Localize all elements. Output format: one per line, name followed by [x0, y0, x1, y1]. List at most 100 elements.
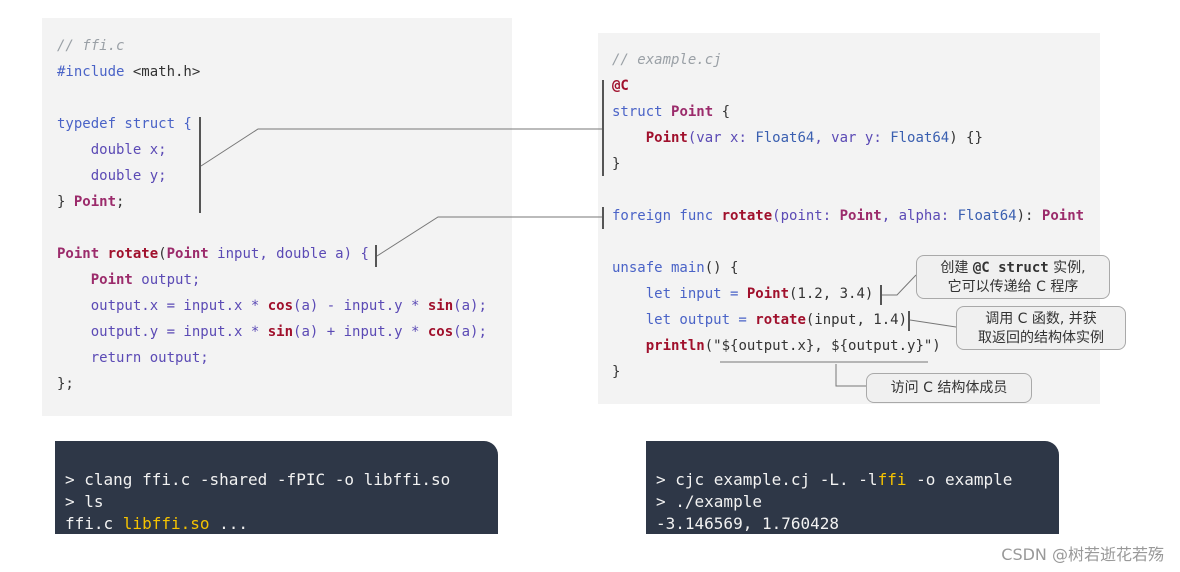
struct-connector: [200, 128, 602, 167]
code-token: sin: [427, 298, 454, 314]
code-token: () {: [704, 260, 739, 276]
code-token: let output =: [612, 312, 756, 328]
code-line: // ffi.c: [57, 33, 487, 59]
code-token: rotate: [107, 246, 159, 262]
code-token: output.y = input.x *: [57, 324, 268, 340]
input-bracket: [880, 285, 882, 305]
code-token: Point: [1041, 208, 1085, 224]
code-token: // ffi.c: [57, 38, 125, 54]
call-function-callout: 调用 C 函数, 并获 取返回的结构体实例: [956, 306, 1126, 350]
code-line: }: [612, 151, 1084, 177]
code-line: typedef struct {: [57, 111, 487, 137]
code-line: return output;: [57, 345, 487, 371]
struct-bracket-left: [199, 117, 201, 213]
code-token: sin: [267, 324, 294, 340]
terminal-line: -3.146569, 1.760428: [656, 514, 840, 533]
code-token: return output;: [57, 350, 209, 366]
struct-bracket-right: [602, 80, 604, 176]
code-token: (a);: [453, 324, 487, 340]
terminal-line: ffi.c libffi.so ...: [65, 514, 249, 533]
left-terminal: > clang ffi.c -shared -fPIC -o libffi.so…: [55, 441, 498, 534]
code-token: (: [158, 246, 167, 262]
code-line: let input = Point(1.2, 3.4): [612, 281, 1084, 307]
code-token: (a) + input.y *: [293, 324, 428, 340]
code-token: (a);: [453, 298, 487, 314]
code-line: output.x = input.x * cos(a) - input.y * …: [57, 293, 487, 319]
code-token: ) {}: [949, 130, 983, 146]
left-code-panel: // ffi.c #include <math.h> typedef struct…: [42, 18, 512, 416]
access-member-callout: 访问 C 结构体成员: [866, 373, 1032, 403]
code-token: Point: [839, 208, 882, 224]
code-token: Point: [57, 246, 108, 262]
code-token: (point:: [772, 208, 840, 224]
rotate-bracket-left: [375, 245, 377, 267]
code-token: <math.h>: [132, 64, 201, 80]
code-line: @C: [612, 73, 1084, 99]
code-token: (a) - input.y *: [293, 298, 428, 314]
code-line: Point(var x: Float64, var y: Float64) {}: [612, 125, 1084, 151]
code-token: output.x = input.x *: [57, 298, 268, 314]
code-line: output.y = input.x * sin(a) + input.y * …: [57, 319, 487, 345]
code-token: Float64: [755, 130, 815, 146]
right-terminal: > cjc example.cj -L. -lffi -o example> .…: [646, 441, 1059, 534]
code-token: }: [57, 194, 74, 210]
code-line: unsafe main() {: [612, 255, 1084, 281]
foreign-bracket-right: [602, 207, 604, 229]
code-token: , alpha:: [881, 208, 958, 224]
access-connector: [835, 364, 866, 387]
call-connector: [909, 319, 957, 328]
code-token: , var y:: [814, 130, 891, 146]
code-token: (input, 1.4): [805, 312, 908, 328]
code-token: Point: [671, 104, 714, 120]
code-token: Float64: [890, 130, 950, 146]
code-token: ;: [116, 194, 125, 210]
code-token: cos: [427, 324, 454, 340]
terminal-line: > ls: [65, 492, 104, 511]
code-token: struct: [612, 104, 672, 120]
terminal-line: > ./example: [656, 492, 762, 511]
code-line: Point rotate(Point input, double a) {: [57, 241, 487, 267]
code-token: unsafe main: [612, 260, 705, 276]
code-line: let output = rotate(input, 1.4): [612, 307, 1084, 333]
code-token: cos: [267, 298, 294, 314]
code-token: (1.2, 3.4): [789, 286, 874, 302]
code-line: // example.cj: [612, 47, 1084, 73]
code-token: Point: [645, 130, 688, 146]
code-token: (var x:: [687, 130, 756, 146]
c-source-code: // ffi.c #include <math.h> typedef struct…: [57, 33, 487, 397]
rotate-connector: [376, 216, 602, 257]
code-token: double x;: [57, 142, 167, 158]
code-line: println("${output.x}, ${output.y}"): [612, 333, 1084, 359]
code-line: };: [57, 371, 487, 397]
code-token: Point: [746, 286, 790, 302]
code-line: Point output;: [57, 267, 487, 293]
code-token: let input =: [612, 286, 747, 302]
code-token: {: [713, 104, 731, 120]
terminal-line: > clang ffi.c -shared -fPIC -o libffi.so: [65, 470, 451, 489]
code-line: } Point;: [57, 189, 487, 215]
code-token: #include: [57, 64, 133, 80]
code-token: };: [57, 376, 74, 392]
code-token: Point: [90, 272, 142, 288]
code-token: ("${output.x}, ${output.y}"): [704, 338, 941, 354]
code-token: foreign func: [612, 208, 722, 224]
code-token: // example.cj: [612, 52, 722, 68]
code-token: }: [612, 364, 621, 380]
code-line: foreign func rotate(point: Point, alpha:…: [612, 203, 1084, 229]
code-line: double y;: [57, 163, 487, 189]
code-token: rotate: [721, 208, 773, 224]
code-line: #include <math.h>: [57, 59, 487, 85]
code-token: Point: [166, 246, 218, 262]
create-struct-callout: 创建 @C struct 实例, 它可以传递给 C 程序: [916, 255, 1110, 299]
code-token: typedef struct {: [57, 116, 192, 132]
code-token: ):: [1016, 208, 1042, 224]
code-token: rotate: [755, 312, 806, 328]
code-line: struct Point {: [612, 99, 1084, 125]
code-line: }: [612, 359, 1084, 385]
code-token: input, double a) {: [217, 246, 369, 262]
code-token: Float64: [957, 208, 1017, 224]
code-token: println: [645, 338, 705, 354]
create-connector: [882, 274, 917, 296]
